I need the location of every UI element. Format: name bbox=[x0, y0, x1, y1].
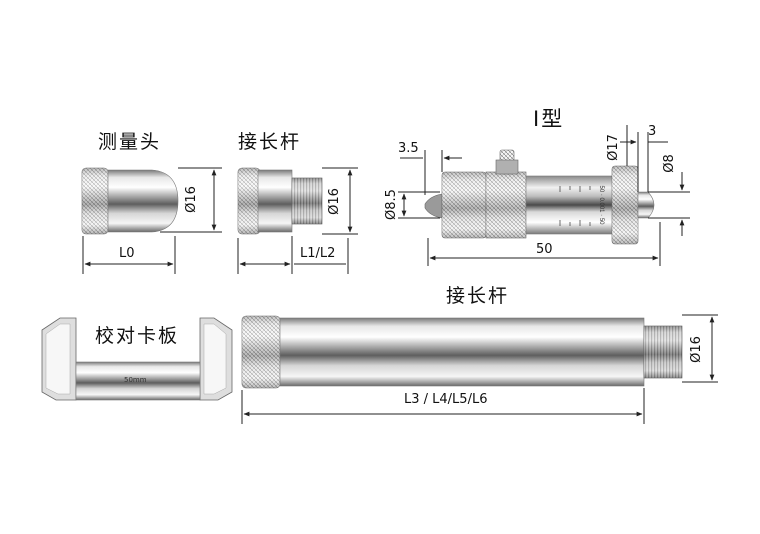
extension-rod-short-label: 接长杆 bbox=[238, 131, 302, 153]
dim-3: 3 bbox=[648, 124, 657, 139]
measuring-head-part bbox=[81, 167, 179, 235]
head-diameter-dim: Ø16 bbox=[183, 186, 199, 213]
extension-rod-long-part bbox=[241, 315, 683, 389]
long-length-dim: L3 / L4/L5/L6 bbox=[404, 392, 488, 407]
long-diameter-dim: Ø16 bbox=[688, 336, 704, 363]
extension-rod-short-dims bbox=[237, 167, 358, 274]
calibration-plate-label: 校对卡板 bbox=[95, 325, 180, 347]
type-i-micrometer-dims bbox=[398, 125, 690, 266]
measuring-head-label: 测量头 bbox=[98, 131, 162, 153]
extension-rod-short-part bbox=[237, 167, 323, 235]
head-length-dim: L0 bbox=[119, 246, 135, 261]
dim-dia-17: Ø17 bbox=[605, 134, 621, 161]
dim-3-5: 3.5 bbox=[398, 141, 419, 156]
svg-text:50 · 0.001 · 50: 50 · 0.001 · 50 bbox=[598, 185, 604, 225]
type-i-label: I型 bbox=[533, 107, 565, 131]
extension-rod-long-dims bbox=[241, 314, 718, 424]
ext-length-dim: L1/L2 bbox=[300, 246, 336, 261]
extension-rod-long-label: 接长杆 bbox=[446, 285, 510, 307]
calibration-plate-part bbox=[41, 317, 233, 401]
ext-diameter-dim: Ø16 bbox=[326, 188, 342, 215]
dim-dia-8-5: Ø8.5 bbox=[383, 189, 399, 220]
type-i-micrometer-part: 50 · 0.001 · 50 bbox=[424, 149, 655, 245]
dim-dia-8: Ø8 bbox=[661, 154, 677, 173]
measuring-head-dims bbox=[82, 167, 222, 274]
plate-size-mark: 50mm bbox=[124, 376, 147, 384]
dim-50: 50 bbox=[536, 242, 553, 257]
